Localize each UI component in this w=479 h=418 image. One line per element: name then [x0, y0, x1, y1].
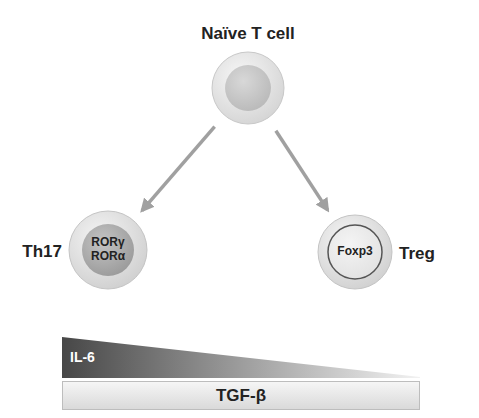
- cell-body: [212, 52, 284, 124]
- band-rect: [63, 382, 420, 410]
- cell-body: [318, 215, 392, 289]
- cell-body: [82, 224, 134, 276]
- treg-cell: TregFoxp3: [317, 214, 393, 290]
- naive-t-cell: Naïve T cell: [211, 51, 285, 125]
- cell-body: [69, 211, 147, 289]
- cell-body: [328, 225, 382, 279]
- ror-nucleus: RORγ RORα: [81, 223, 135, 277]
- cell-label: Naïve T cell: [201, 24, 295, 44]
- naive-t-cell-shape: [211, 51, 285, 125]
- cell-label: Treg: [399, 244, 435, 264]
- il6-gradient: IL-6: [62, 337, 420, 378]
- th17-cell: Th17RORγ RORα: [68, 210, 148, 290]
- cell-label: IL-6: [70, 349, 95, 365]
- foxp3-nucleus: Foxp3: [327, 224, 383, 280]
- gradient-wedge: [62, 337, 420, 378]
- differentiation-arrow: [276, 131, 328, 210]
- nucleus-label: Foxp3: [337, 245, 372, 259]
- tgfb-band: TGF-β: [62, 381, 420, 410]
- il6-gradient-shape: [62, 337, 420, 378]
- nucleus-label: RORγ RORα: [91, 236, 125, 264]
- cell-label: TGF-β: [216, 386, 266, 406]
- cell-label: Th17: [22, 242, 62, 262]
- cell-nucleus: [225, 65, 271, 111]
- differentiation-arrow: [142, 127, 215, 211]
